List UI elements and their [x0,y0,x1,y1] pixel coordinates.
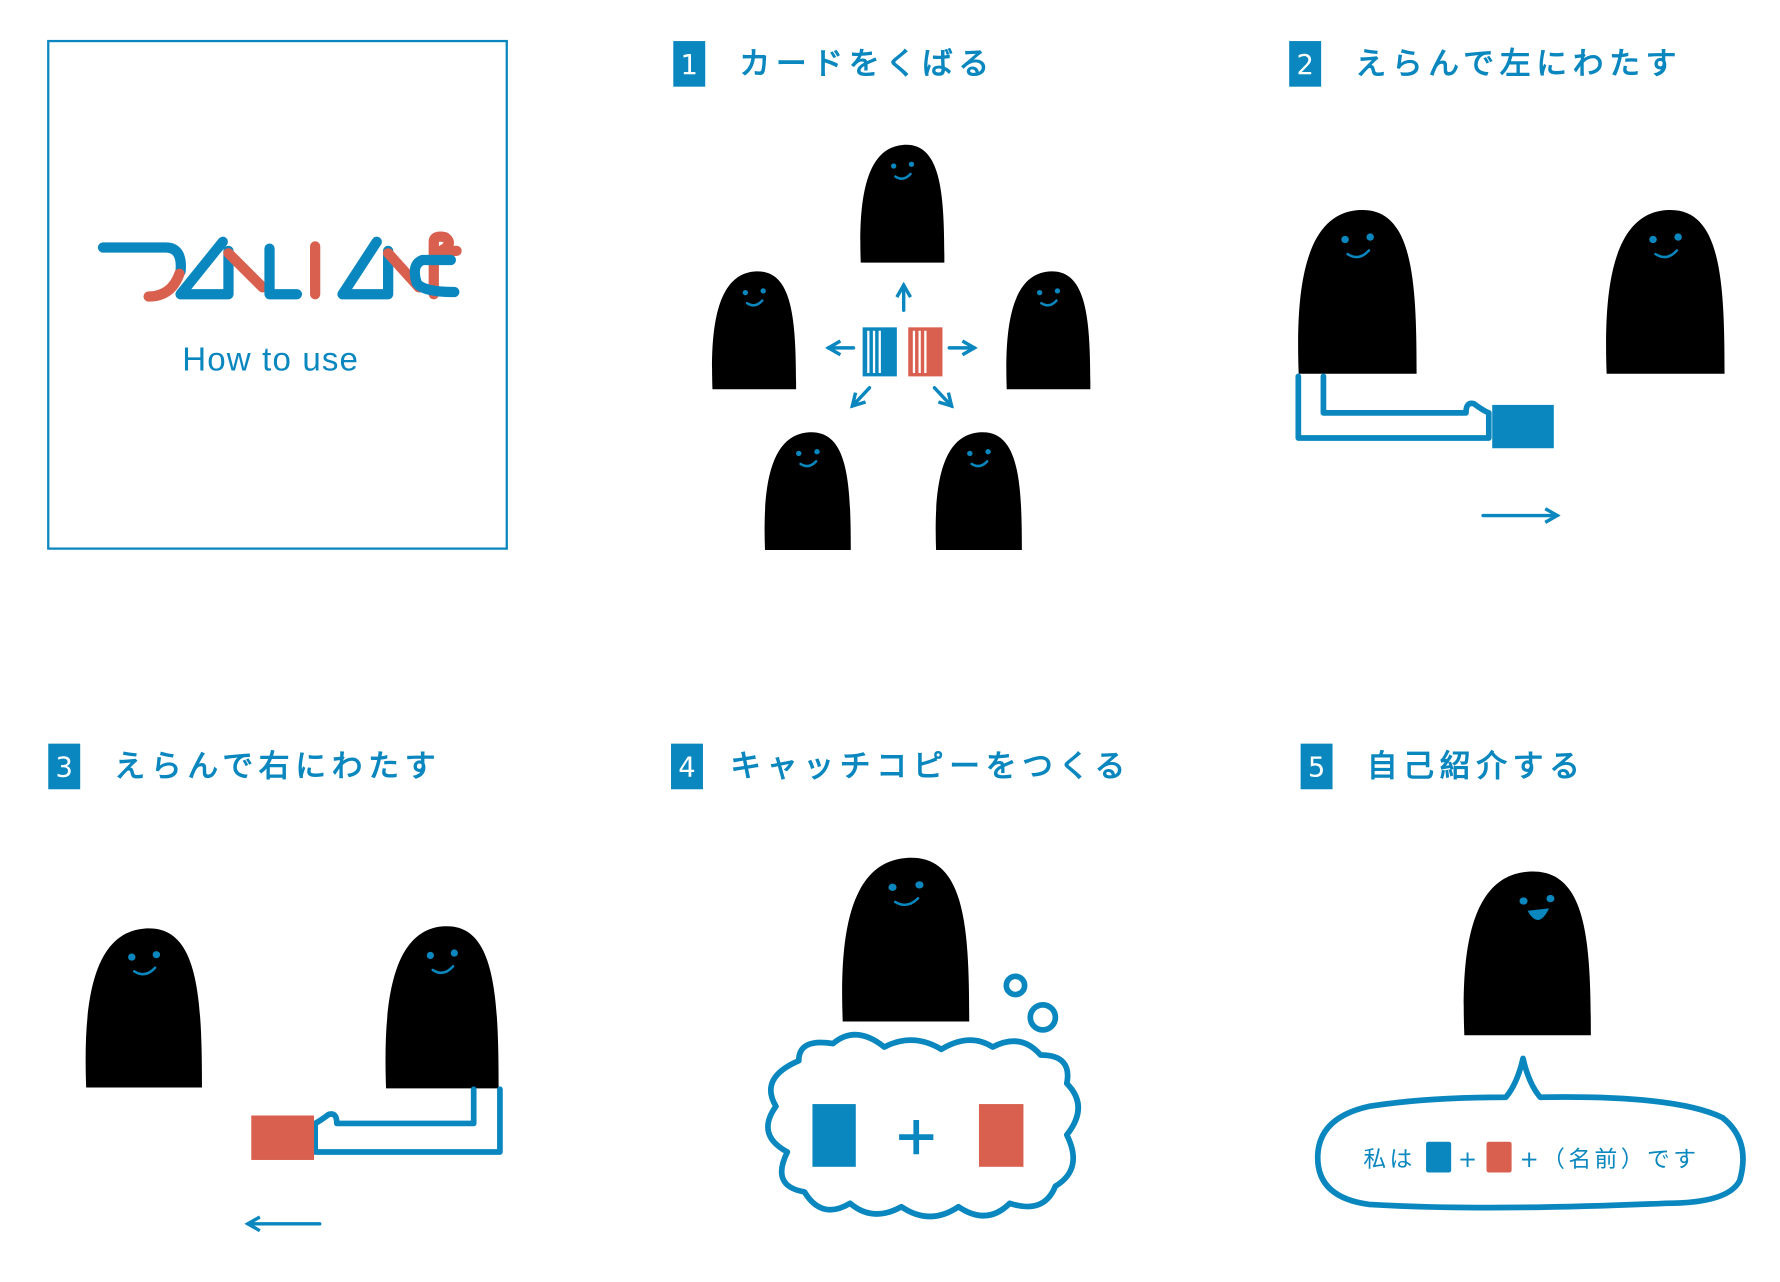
arrow-down-right-icon [932,386,954,409]
character [860,144,945,263]
thought-cloud [765,1031,1082,1220]
character-giving [1298,209,1417,374]
character-giving [385,926,499,1089]
step-number: 2 [1296,50,1313,81]
thought-bubble-dot [1027,1001,1059,1033]
step-3-illustration [85,926,503,1233]
step-title: カードをくばる [739,46,994,82]
step-2-heading: 2 えらんで左にわたす [1289,41,1682,87]
character-receiving [85,928,202,1088]
speech-suffix: +（名前）です [1520,1147,1700,1173]
red-card [978,1104,1024,1167]
blue-card [812,1104,856,1167]
blue-card [1492,404,1554,449]
character-thinking [842,857,970,1022]
character [764,432,851,551]
blue-card-icon [1426,1141,1452,1173]
step-number: 5 [1308,753,1325,784]
step-number: 1 [681,50,698,81]
red-card-icon [1486,1141,1512,1173]
blue-card-deck [862,327,897,377]
thought-bubble-dot [1003,973,1028,998]
cover-subtitle: How to use [182,342,359,379]
logo [97,231,462,302]
step-4-heading: 4 キャッチコピーをつくる [671,743,1131,790]
step-1-heading: 1 カードをくばる [673,41,994,87]
red-card-deck [908,327,943,377]
step-number: 4 [678,753,695,784]
red-card [251,1115,315,1160]
step-number: 3 [56,753,73,784]
step-1-illustration [712,144,1091,551]
character [712,271,797,390]
arrow-down-left-icon [850,386,872,409]
speech-prefix: 私は [1363,1147,1415,1173]
step-2-illustration [1295,209,1725,524]
step-3-heading: 3 えらんで右にわたす [48,743,441,790]
character [935,432,1022,551]
speech-plus: + [1458,1147,1481,1173]
plus-icon [899,1120,934,1155]
step-title: 自己紹介する [1367,749,1586,785]
step-5-illustration: 私は + +（名前）です [1314,871,1746,1211]
step-title: キャッチコピーをつくる [730,749,1131,785]
step-title: えらんで右にわたす [114,749,441,785]
step-title: えらんで左にわたす [1355,46,1682,82]
character [1006,271,1091,390]
character-speaking [1463,871,1591,1036]
cover-panel: How to use [47,39,508,550]
speech-bubble [1314,1055,1746,1211]
step-4-illustration [765,857,1082,1220]
step-5-heading: 5 自己紹介する [1300,743,1586,790]
character-receiving [1606,209,1725,374]
